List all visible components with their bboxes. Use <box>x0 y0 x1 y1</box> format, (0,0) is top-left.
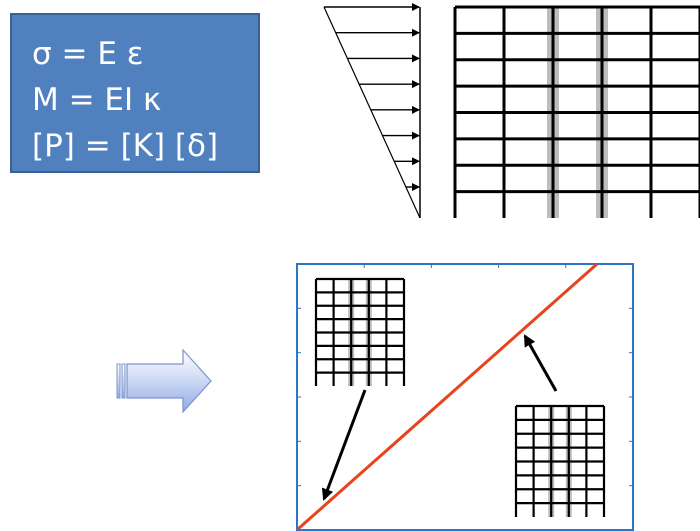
triangular-load-profile <box>323 3 421 219</box>
pointer-arrow-to-line-upper <box>523 334 558 392</box>
equation-box: σ = E ε M = EI κ [P] = [K] [δ] <box>10 13 260 173</box>
stiffness-equation: [P] = [K] [δ] <box>32 128 219 164</box>
block-arrow-right-icon <box>116 348 212 414</box>
linear-response-line <box>297 262 598 531</box>
building-frame-elevation <box>453 5 700 218</box>
stress-strain-equation: σ = E ε <box>32 36 144 72</box>
pointer-arrow-to-line-start <box>321 389 367 501</box>
inset-building-frame-small <box>314 277 406 386</box>
load-envelope <box>323 6 421 219</box>
inset-building-frame-small <box>514 404 606 517</box>
plot-ticks <box>297 264 633 487</box>
response-plot <box>296 262 634 531</box>
moment-curvature-equation: M = EI κ <box>32 82 162 118</box>
